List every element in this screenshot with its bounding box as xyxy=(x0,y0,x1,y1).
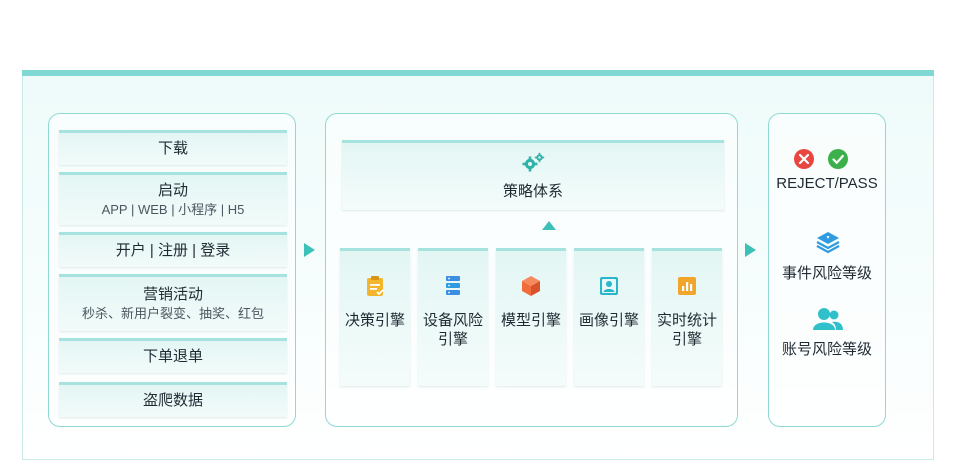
cube-icon xyxy=(522,276,540,296)
server-icon xyxy=(446,276,460,295)
scenario-panel xyxy=(48,113,296,427)
pass-icon xyxy=(828,149,848,169)
scenario-launch-label: 启动 xyxy=(157,182,188,199)
bar-chart-icon xyxy=(678,277,696,295)
event-risk-label: 事件风险等级 xyxy=(781,265,872,282)
arrow-right-icon xyxy=(745,243,756,257)
layers-icon xyxy=(816,232,840,254)
scenario-scraping: 盗爬数据 xyxy=(59,382,287,417)
output-panel xyxy=(768,113,886,427)
reject-icon xyxy=(794,149,814,169)
scenario-order: 下单退单 xyxy=(59,338,287,373)
engine-label: 实时统计引擎 xyxy=(656,312,717,348)
engine-realtime-stats: 实时统计引擎 xyxy=(652,248,722,386)
result-label: REJECT/PASS xyxy=(776,175,878,192)
gears-icon xyxy=(522,152,545,172)
strategy-label: 策略体系 xyxy=(502,183,563,200)
account-risk-label: 账号风险等级 xyxy=(781,341,872,358)
arrow-up-icon xyxy=(542,221,556,230)
scenario-marketing-label: 营销活动 xyxy=(142,286,203,303)
scenario-register: 开户 | 注册 | 登录 xyxy=(59,232,287,267)
engine-label: 模型引擎 xyxy=(500,312,561,329)
frame-top-bar xyxy=(22,70,934,76)
scenario-register-label: 开户 | 注册 | 登录 xyxy=(115,242,231,259)
scenario-launch-sub: APP | WEB | 小程序 | H5 xyxy=(101,202,245,217)
scenario-download: 下载 xyxy=(59,130,287,165)
scenario-launch: 启动 APP | WEB | 小程序 | H5 xyxy=(59,172,287,225)
portrait-icon xyxy=(600,277,618,295)
engine-decision: 决策引擎 xyxy=(340,248,410,386)
scenario-marketing: 营销活动 秒杀、新用户裂变、抽奖、红包 xyxy=(59,274,287,331)
engine-label: 设备风险引擎 xyxy=(422,312,483,348)
scenario-download-label: 下载 xyxy=(157,140,188,157)
result-icons xyxy=(793,148,849,170)
scenario-scraping-label: 盗爬数据 xyxy=(142,392,203,409)
scenario-order-label: 下单退单 xyxy=(142,348,203,365)
engine-device-risk: 设备风险引擎 xyxy=(418,248,488,386)
users-icon xyxy=(813,308,843,330)
scenario-marketing-sub: 秒杀、新用户裂变、抽奖、红包 xyxy=(81,306,264,321)
engine-label: 画像引擎 xyxy=(578,312,639,329)
clipboard-icon xyxy=(367,276,384,296)
engine-portrait: 画像引擎 xyxy=(574,248,644,386)
strategy-box: 策略体系 xyxy=(342,140,724,210)
engine-label: 决策引擎 xyxy=(344,312,405,329)
engine-model: 模型引擎 xyxy=(496,248,566,386)
arrow-right-icon xyxy=(304,243,315,257)
